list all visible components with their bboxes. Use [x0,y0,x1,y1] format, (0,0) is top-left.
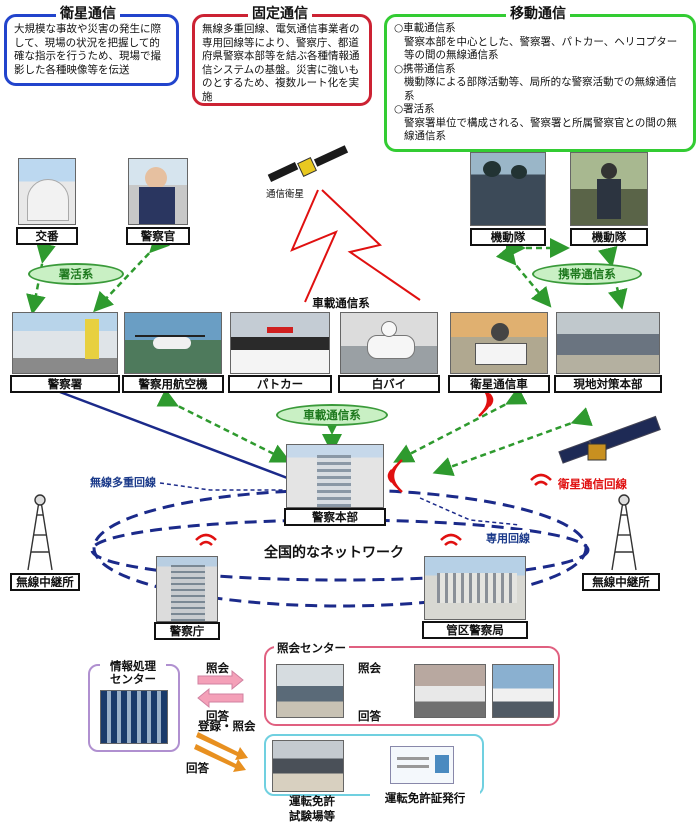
koban-photo [18,158,76,225]
shasai-top-label: 車載通信系 [312,296,370,310]
multiplex-line-label: 無線多重回線 [90,474,156,490]
mobile-item-body: 警察本部を中心とした、警察署、パトカー、ヘリコプター等の間の無線通信系 [404,35,678,62]
officer-label: 警察官 [126,227,190,245]
relay-station-left-label: 無線中継所 [10,573,80,591]
register-arrows [194,732,248,772]
query-label-1: 照会 [206,661,229,675]
motorbike-photo [340,312,438,374]
aircraft-label: 警察用航空機 [122,375,224,393]
mobile-item-head: ○携帯通信系 [394,62,456,75]
riot-police-label-2: 機動隊 [570,228,648,246]
district-bureau-photo [424,556,526,620]
npa-photo [156,556,218,622]
relay-station-right-label: 無線中継所 [582,573,660,591]
national-network-label: 全国的なネットワーク [264,545,404,561]
license-center-label: 運転免許 試験場等 [289,794,335,823]
satellite-comm-text: 大規模な事故や災害の発生に際して、現場の状況を把握して的確な指示を行うため、現場… [14,23,161,76]
comm-satellite-graphic [267,145,349,182]
sat-line-satellite-graphic [558,415,661,464]
info-center-photo [100,690,168,744]
officer-photo [128,158,188,225]
shokatsu-oval: 署活系 [28,263,124,285]
aircraft-photo [124,312,222,374]
reply-label-3: 回答 [186,761,209,775]
reply-label-2: 回答 [358,709,381,723]
mobile-item-head: ○車載通信系 [394,22,456,34]
shasai-oval: 車載通信系 [276,404,388,426]
police-station-photo [12,312,118,374]
relay-tower-right [611,494,637,571]
info-center-label: 情報処理 センター [100,660,166,686]
mobile-item-body: 警察署単位で構成される、警察署と所属警察官との間の無線通信系 [404,116,677,143]
motorbike-label: 白バイ [338,375,440,393]
register-label: 登録・照会 [198,719,256,733]
patrol-car-label: パトカー [228,375,332,393]
riot-police-photo-2 [570,152,648,226]
field-hq-label: 現地対策本部 [554,375,662,393]
mobile-comm-box: ○車載通信系 警察本部を中心とした、警察署、パトカー、ヘリコプター等の間の無線通… [384,14,696,152]
relay-tower-left [27,494,53,571]
mobile-item-head: ○署活系 [394,103,435,115]
sat-vehicle-photo [450,312,548,374]
inquiry-center-photo [276,664,344,718]
mobile-item-body: 機動隊による部隊活動等、局所的な警察活動での無線通信系 [404,76,677,102]
sat-line-label: 衛星通信回線 [558,477,627,491]
inquiry-center-label: 照会センター [274,640,349,656]
field-hq-photo [556,312,660,374]
police-hq-photo [286,444,384,508]
sat-vehicle-label: 衛星通信車 [448,375,550,393]
fixed-comm-title: 固定通信 [248,3,312,23]
police-station-label: 警察署 [10,375,120,393]
comm-satellite-label: 通信衛星 [266,189,305,200]
riot-police-photo-1 [470,152,546,226]
satellite-comm-title: 衛星通信 [56,3,120,23]
license-issue-label: 運転免許証発行 [370,790,480,806]
keitai-oval: 携帯通信系 [532,263,642,285]
license-card-photo [390,746,454,784]
patrol-car-photo [230,312,330,374]
satellite-comm-box: 大規模な事故や災害の発生に際して、現場の状況を把握して的確な指示を行うため、現場… [4,14,179,86]
riot-police-label-1: 機動隊 [470,228,546,246]
fixed-comm-text: 無線多重回線、電気通信事業者の専用回線等により、警察庁、都道府県警察本部等を結ぶ… [202,23,360,103]
reply-label-1: 回答 [206,709,229,723]
koban-label: 交番 [16,227,78,245]
police-hq-label: 警察本部 [284,508,386,526]
traffic-stop-photo [414,664,486,718]
query-label-2: 照会 [358,661,381,675]
district-bureau-label: 管区警察局 [422,621,528,639]
license-center-photo [272,740,344,792]
dedicated-line-label: 専用回線 [486,530,530,546]
patrol-scene-photo [492,664,554,718]
mobile-comm-title: 移動通信 [506,3,570,23]
npa-label: 警察庁 [154,622,220,640]
query-arrows-1 [197,669,244,709]
